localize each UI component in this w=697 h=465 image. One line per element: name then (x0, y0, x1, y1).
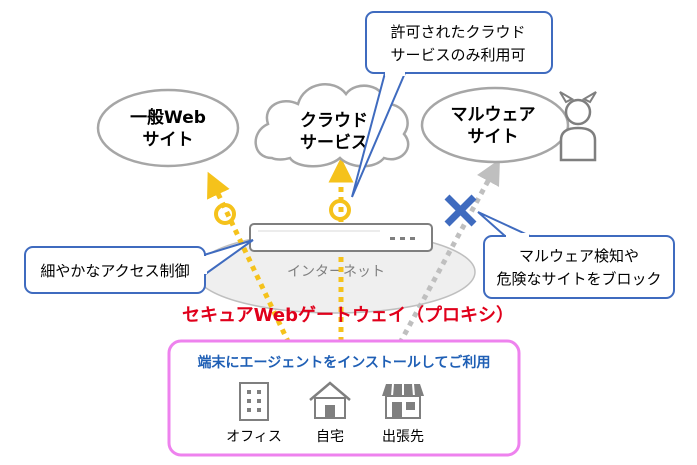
internet-label: インターネット (287, 264, 385, 280)
callout-malware-line1: マルウェア検知や (519, 247, 639, 265)
malware-site-label-line2: サイト (468, 127, 519, 147)
allowed-path-general-web (207, 171, 296, 354)
endpoint-label-home: 自宅 (316, 429, 344, 445)
endpoint-box: 端末にエージェントをインストールしてご利用 オフィス 自宅 (167, 339, 521, 457)
block-x-icon (444, 194, 477, 227)
malware-site-label-line1: マルウェア (451, 105, 536, 125)
callout-allowed-cloud-only: 許可されたクラウド サービスのみ利用可 (351, 11, 553, 198)
proxy-appliance-icon (249, 223, 433, 252)
endpoint-box-title: 端末にエージェントをインストールしてご利用 (197, 354, 490, 371)
endpoint-label-office: オフィス (226, 429, 282, 445)
devil-attacker-icon (559, 91, 597, 162)
house-icon (309, 381, 351, 419)
general-web-site-node: 一般Web サイト (96, 88, 240, 168)
callout-malware-line2: 危険なサイトをブロック (496, 270, 661, 288)
general-web-label-line1: 一般Web (130, 107, 206, 128)
general-web-label-line2: サイト (143, 130, 194, 150)
callout-fine-access-control: 細やかなアクセス制御 (24, 239, 254, 294)
allow-marker-general-web (214, 203, 236, 225)
store-icon (382, 383, 424, 419)
gateway-title: セキュアWebゲートウェイ（プロキシ） (182, 304, 514, 326)
callout-cloud-line2: サービスのみ利用可 (390, 46, 525, 64)
callout-cloud-line1: 許可されたクラウド (390, 23, 525, 41)
callout-malware-block: マルウェア検知や 危険なサイトをブロック (477, 211, 675, 299)
cloud-service-label-line2: サービス (300, 133, 368, 153)
cloud-service-label-line1: クラウド (300, 111, 368, 131)
blocked-path-malware-site (392, 159, 500, 354)
allow-marker-cloud-service (329, 199, 351, 221)
office-building-icon (239, 382, 269, 421)
endpoint-label-travel: 出張先 (382, 429, 424, 445)
callout-fine-control-text: 細やかなアクセス制御 (40, 262, 189, 280)
malware-site-node: マルウェア サイト (420, 86, 570, 164)
